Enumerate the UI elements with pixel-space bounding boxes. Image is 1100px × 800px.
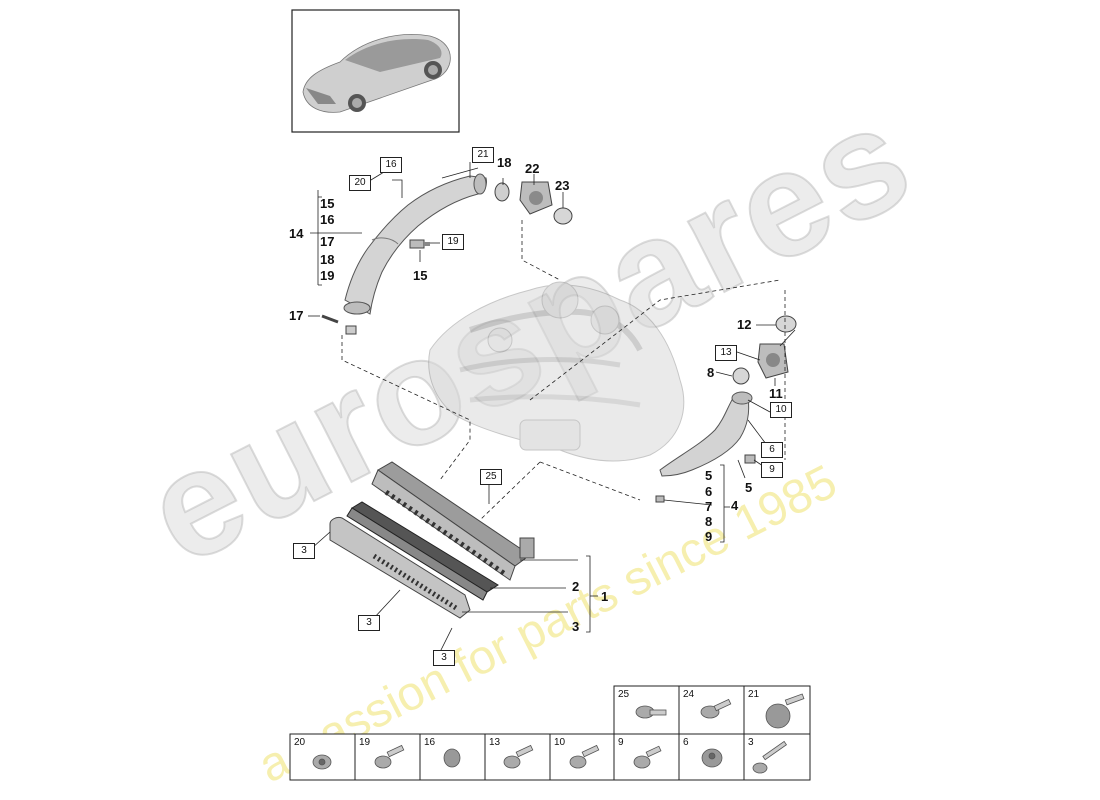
callout-7: 7 [705,499,713,514]
callout-19-group: 19 [320,268,335,283]
fastener-cell-9: 9 [618,737,624,748]
callout-5: 5 [745,480,753,495]
callout-18: 18 [497,155,512,170]
ref-box-19: 19 [442,234,464,250]
ref-box-3-left: 3 [293,543,315,559]
fastener-cell-13: 13 [489,737,501,748]
fastener-20-icon [312,754,332,770]
fastener-pictures [312,693,805,774]
callout-9: 9 [705,529,713,544]
engine-block [428,281,685,462]
left-intake-duct [343,173,487,315]
fastener-cell-25: 25 [618,689,630,700]
callout-22: 22 [525,161,540,176]
fastener-cell-24: 24 [683,689,695,700]
callout-5-group: 5 [705,468,713,483]
ref-box-25: 25 [480,469,502,485]
callout-3: 3 [572,619,580,634]
clamp-18 [494,182,510,202]
ref-box-3-bottom: 3 [433,650,455,666]
callout-15-group: 15 [320,196,335,211]
intercooler-core [346,501,499,601]
fastener-16-icon [443,748,461,768]
callout-16-group: 16 [320,212,335,227]
ref-box-10: 10 [770,402,792,418]
leader-lines [308,162,796,653]
part-11-throttle [757,343,789,379]
intercooler-radiator [371,461,535,581]
callout-8: 8 [705,514,713,529]
callout-18-group: 18 [320,252,335,267]
vehicle-thumbnail [291,9,460,133]
clamp-23 [553,207,573,225]
fastener-24-icon [700,698,732,719]
fastener-cell-6: 6 [683,737,689,748]
ref-box-16: 16 [380,157,402,173]
fastener-table [289,685,811,781]
fastener-13-icon [503,744,534,769]
fastener-cell-21: 21 [748,689,760,700]
callout-15: 15 [413,268,428,283]
callout-17: 17 [289,308,304,323]
callout-11: 11 [769,386,783,401]
fastener-cell-20: 20 [294,737,306,748]
callout-6: 6 [705,484,713,499]
callout-2: 2 [572,579,580,594]
callout-1: 1 [601,589,609,604]
callout-4: 4 [731,498,739,513]
callout-8-clamp: 8 [707,365,715,380]
ref-box-21: 21 [472,147,494,163]
part-4-bolt [655,495,665,503]
ref-box-9: 9 [761,462,783,478]
fastener-cell-16: 16 [424,737,436,748]
ref-box-3-mid: 3 [358,615,380,631]
fastener-6-icon [701,748,723,768]
right-intake-duct [659,391,753,477]
bolt-17 [321,314,357,335]
fastener-9-icon [633,745,662,769]
callout-14: 14 [289,226,304,241]
part-9 [744,454,756,464]
ref-box-20: 20 [349,175,371,191]
sensor-15 [409,239,430,249]
callout-17-group: 17 [320,234,335,249]
fastener-19-icon [374,744,405,769]
fastener-cell-19: 19 [359,737,371,748]
clamp-8 [732,367,750,385]
ref-box-6: 6 [761,442,783,458]
fastener-25-icon [635,705,667,719]
fastener-21-icon [765,693,805,729]
fastener-3-icon [752,740,788,774]
part-22-throttle [519,181,553,215]
air-guide [329,517,471,619]
callout-23: 23 [555,178,570,193]
fastener-10-icon [569,744,600,769]
fastener-cell-10: 10 [554,737,566,748]
clamp-12 [775,315,797,333]
ref-box-13: 13 [715,345,737,361]
callout-12: 12 [737,317,752,332]
fastener-cell-3: 3 [748,737,754,748]
